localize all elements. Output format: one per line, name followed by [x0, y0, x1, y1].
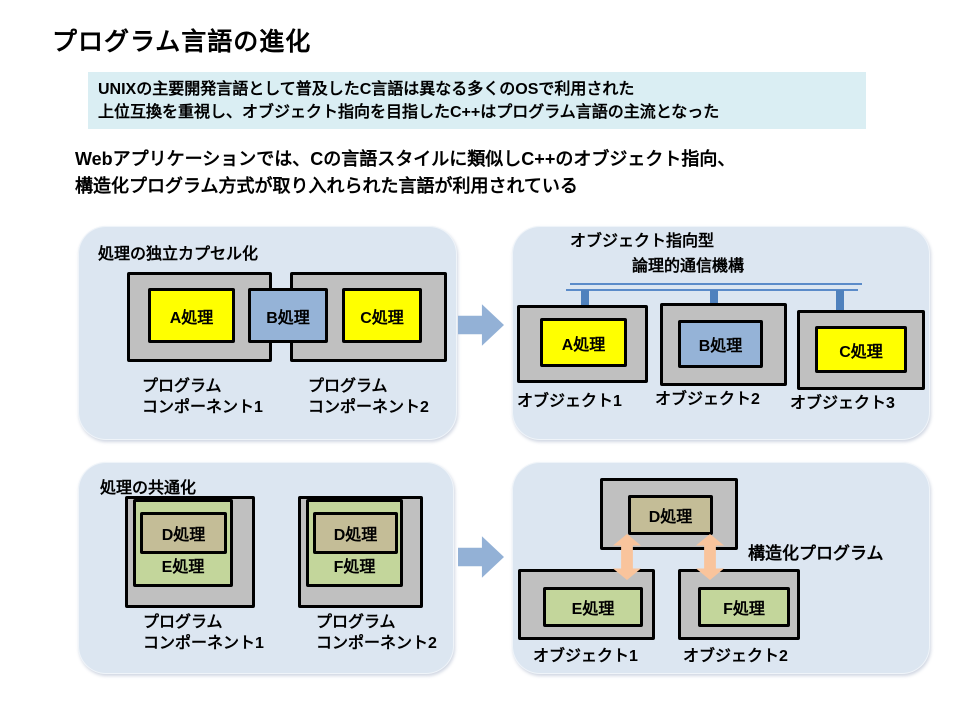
object-2-label: オブジェクト2 — [683, 648, 788, 665]
process-box-e: D処理 E処理 — [133, 499, 233, 587]
component-1-label-line2: コンポーネント1 — [142, 399, 263, 416]
process-box-b: B処理 — [678, 320, 763, 368]
component-2-label: プログラム コンポーネント2 — [316, 612, 437, 654]
component-1-label: プログラム コンポーネント1 — [143, 612, 264, 654]
summary-line-2: 上位互換を重視し、オブジェクト指向を目指したC++はプログラム言語の主流となった — [98, 104, 720, 121]
intro-line-1: Webアプリケーションでは、Cの言語スタイルに類似しC++のオブジェクト指向、 — [75, 149, 736, 169]
object-1-label: オブジェクト1 — [533, 648, 638, 665]
object-2-label: オブジェクト2 — [655, 391, 760, 408]
right-arrow-icon — [458, 536, 504, 578]
process-box-e: E処理 — [543, 587, 643, 627]
bus-stub-1 — [581, 290, 589, 307]
process-box-c: C処理 — [342, 288, 422, 343]
process-box-b: B処理 — [248, 288, 328, 343]
component-2-label-line2: コンポーネント2 — [316, 635, 437, 652]
process-box-f: D処理 F処理 — [306, 499, 403, 587]
panel-encapsulation: 処理の独立カプセル化 A処理 B処理 C処理 プログラム コンポーネント1 プロ… — [78, 226, 457, 440]
bus-line-top — [570, 283, 862, 285]
component-2-label-line2: コンポーネント2 — [308, 399, 429, 416]
object-3-label: オブジェクト3 — [790, 395, 895, 412]
panel-structured: D処理 構造化プログラム E処理 F処理 オブジェクト1 オブジェクト2 — [512, 462, 930, 674]
component-2-label-line1: プログラム — [316, 614, 396, 631]
bus-label: 論理的通信機構 — [632, 258, 745, 275]
page-title: プログラム言語の進化 — [52, 28, 312, 56]
component-2-label-line1: プログラム — [308, 378, 388, 395]
summary-line-1: UNIXの主要開発言語として普及したC言語は異なる多くのOSで利用された — [98, 81, 635, 98]
bus-stub-2 — [710, 290, 718, 307]
intro-text: Webアプリケーションでは、Cの言語スタイルに類似しC++のオブジェクト指向、 … — [75, 146, 735, 200]
process-box-d: D処理 — [313, 512, 398, 554]
panel-commonization: 処理の共通化 D処理 E処理 D処理 F処理 プログラム コンポーネント1 プロ… — [78, 462, 454, 674]
component-1-label-line1: プログラム — [142, 378, 222, 395]
process-box-a: A処理 — [148, 288, 235, 343]
panel-object-oriented: オブジェクト指向型 論理的通信機構 A処理 B処理 C処理 オブジェクト1 オブ… — [512, 226, 930, 440]
panel-object-oriented-heading: オブジェクト指向型 — [570, 233, 715, 250]
process-box-f: F処理 — [698, 587, 790, 627]
component-1-label-line1: プログラム — [143, 614, 223, 631]
panel-structured-label: 構造化プログラム — [748, 544, 884, 563]
component-1-label-line2: コンポーネント1 — [143, 635, 264, 652]
right-arrow-icon — [458, 304, 504, 346]
panel-commonization-heading: 処理の共通化 — [100, 480, 197, 497]
process-box-f-label: F処理 — [333, 559, 376, 576]
process-box-d: D処理 — [140, 512, 227, 554]
component-1-label: プログラム コンポーネント1 — [142, 376, 263, 418]
panel-encapsulation-heading: 処理の独立カプセル化 — [98, 246, 259, 263]
object-1-label: オブジェクト1 — [517, 393, 622, 410]
process-box-c: C処理 — [815, 326, 907, 373]
summary-callout: UNIXの主要開発言語として普及したC言語は異なる多くのOSで利用された 上位互… — [88, 72, 866, 129]
component-2-label: プログラム コンポーネント2 — [308, 376, 429, 418]
bus-stub-3 — [836, 290, 844, 310]
process-box-a: A処理 — [540, 318, 627, 367]
process-box-e-label: E処理 — [161, 559, 205, 576]
intro-line-2: 構造化プログラム方式が取り入れられた言語が利用されている — [75, 176, 578, 196]
process-box-d: D処理 — [628, 495, 713, 535]
